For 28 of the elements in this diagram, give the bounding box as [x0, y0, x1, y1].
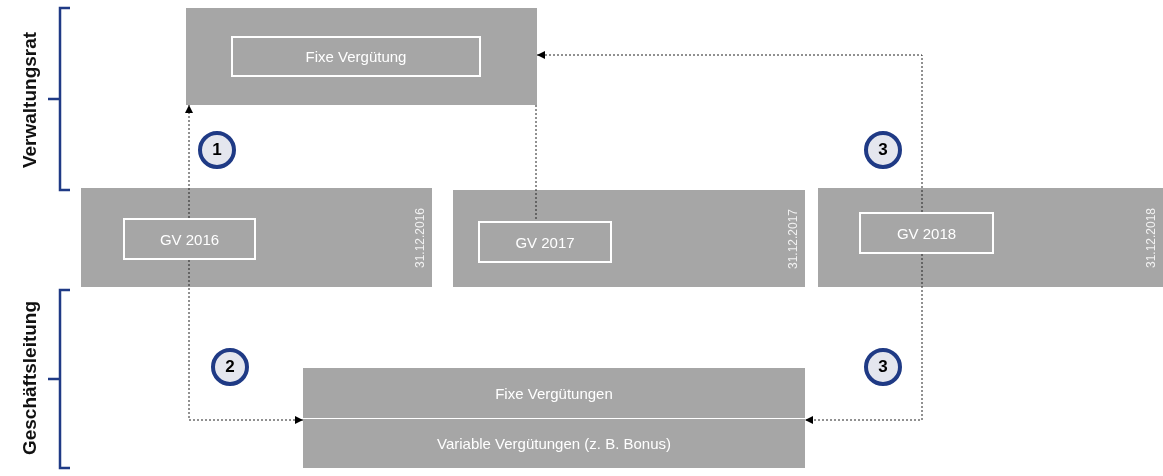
label-box [123, 218, 256, 260]
box-label: GV 2017 [515, 233, 575, 251]
step-number: 3 [864, 131, 902, 169]
box-label: GV 2016 [159, 230, 220, 248]
box-label: Fixe Vergütung [305, 48, 407, 65]
connector-arrow [536, 51, 923, 213]
box-label: Variable Vergütungen (z. B. Bonus) [437, 434, 671, 452]
process-box [186, 8, 537, 105]
step-number: 3 [864, 348, 902, 386]
label-box [478, 221, 612, 263]
date-label: 31.12.2017 [786, 208, 800, 269]
connector-arrow [185, 104, 193, 219]
group-label: Geschäftsleitung [19, 300, 41, 456]
box-label: Fixe Vergütungen [495, 384, 613, 402]
period-band [81, 188, 432, 287]
process-box [303, 368, 805, 468]
label-box [231, 36, 481, 77]
box-label: GV 2018 [896, 224, 957, 242]
step-number: 1 [198, 131, 236, 169]
group-label: Verwaltungsrat [19, 31, 41, 169]
period-band [818, 188, 1163, 287]
connector-arrow [804, 253, 923, 424]
step-number: 2 [211, 348, 249, 386]
date-label: 31.12.2016 [413, 207, 427, 268]
label-box [859, 212, 994, 254]
date-label: 31.12.2018 [1144, 207, 1158, 268]
connector-arrow [188, 259, 304, 424]
period-band [453, 190, 805, 287]
